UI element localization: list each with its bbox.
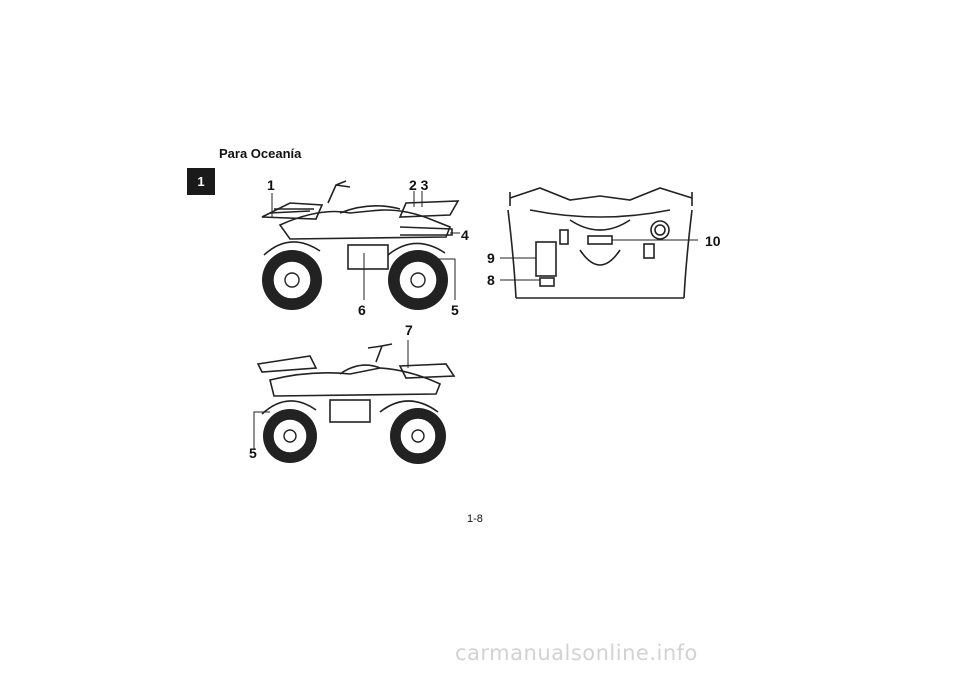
chapter-tab: 1 bbox=[187, 168, 215, 195]
callout-1: 1 bbox=[267, 177, 275, 193]
watermark: carmanualsonline.info bbox=[455, 641, 698, 665]
callout-10: 10 bbox=[705, 233, 721, 249]
callout-2-3: 2 3 bbox=[409, 177, 429, 193]
callout-9: 9 bbox=[487, 250, 495, 266]
atv-left-side-illustration bbox=[253, 340, 456, 464]
callout-7: 7 bbox=[405, 322, 413, 338]
section-title: Para Oceanía bbox=[219, 146, 302, 161]
callout-4: 4 bbox=[461, 227, 469, 243]
atv-front-top-illustration bbox=[500, 187, 698, 299]
callout-5-right-view: 5 bbox=[451, 302, 459, 318]
atv-right-side-illustration bbox=[261, 180, 460, 310]
callout-5-left-view: 5 bbox=[249, 445, 257, 461]
callout-8: 8 bbox=[487, 272, 495, 288]
callout-6: 6 bbox=[358, 302, 366, 318]
page-number: 1-8 bbox=[467, 513, 483, 525]
